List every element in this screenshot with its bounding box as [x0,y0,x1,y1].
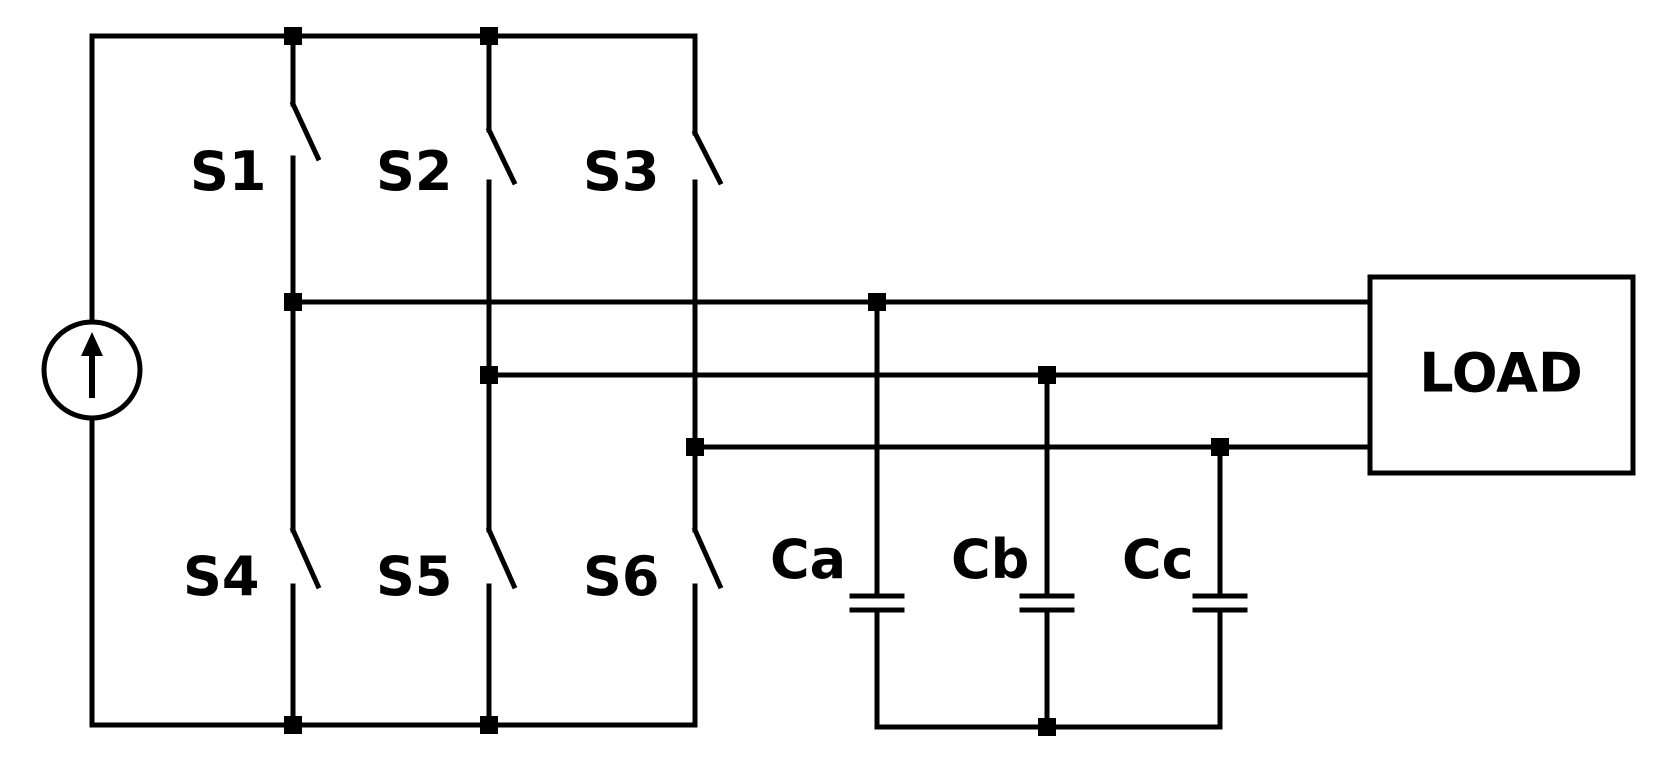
switch-s5-label: S5 [376,545,452,608]
current-source-icon [41,319,143,421]
node [1211,438,1229,456]
leg-c [691,129,724,590]
switch-s6-label: S6 [583,545,659,608]
switch-s6-blade [691,526,724,590]
leg-a [289,33,322,728]
junction-nodes [284,27,1229,736]
capacitor-cb-label: Cb [951,528,1029,591]
switch-s5-blade [485,526,518,590]
top-rail [89,33,698,325]
switch-s2-blade [485,126,518,186]
load-label: LOAD [1419,342,1583,405]
node [284,716,302,734]
node [480,27,498,45]
node [1038,366,1056,384]
switch-s4-blade [289,526,322,590]
capacitor-cc [1192,444,1248,730]
load-box [1367,274,1636,476]
node [480,366,498,384]
node [284,293,302,311]
switch-s1-label: S1 [190,140,266,203]
capacitor-cc-label: Cc [1122,528,1194,591]
node [868,293,886,311]
node [284,27,302,45]
node [686,438,704,456]
capacitor-ca [849,299,905,730]
switch-s4-label: S4 [183,545,259,608]
switch-s2-label: S2 [376,140,452,203]
switch-s1-blade [289,100,322,162]
switch-s3-blade [691,129,724,186]
bottom-rail [89,415,698,728]
switch-s3-label: S3 [583,140,659,203]
leg-b [485,33,518,728]
capacitor-ca-label: Ca [770,528,846,591]
node [1038,718,1056,736]
capacitor-cb [1019,372,1075,730]
node [480,716,498,734]
